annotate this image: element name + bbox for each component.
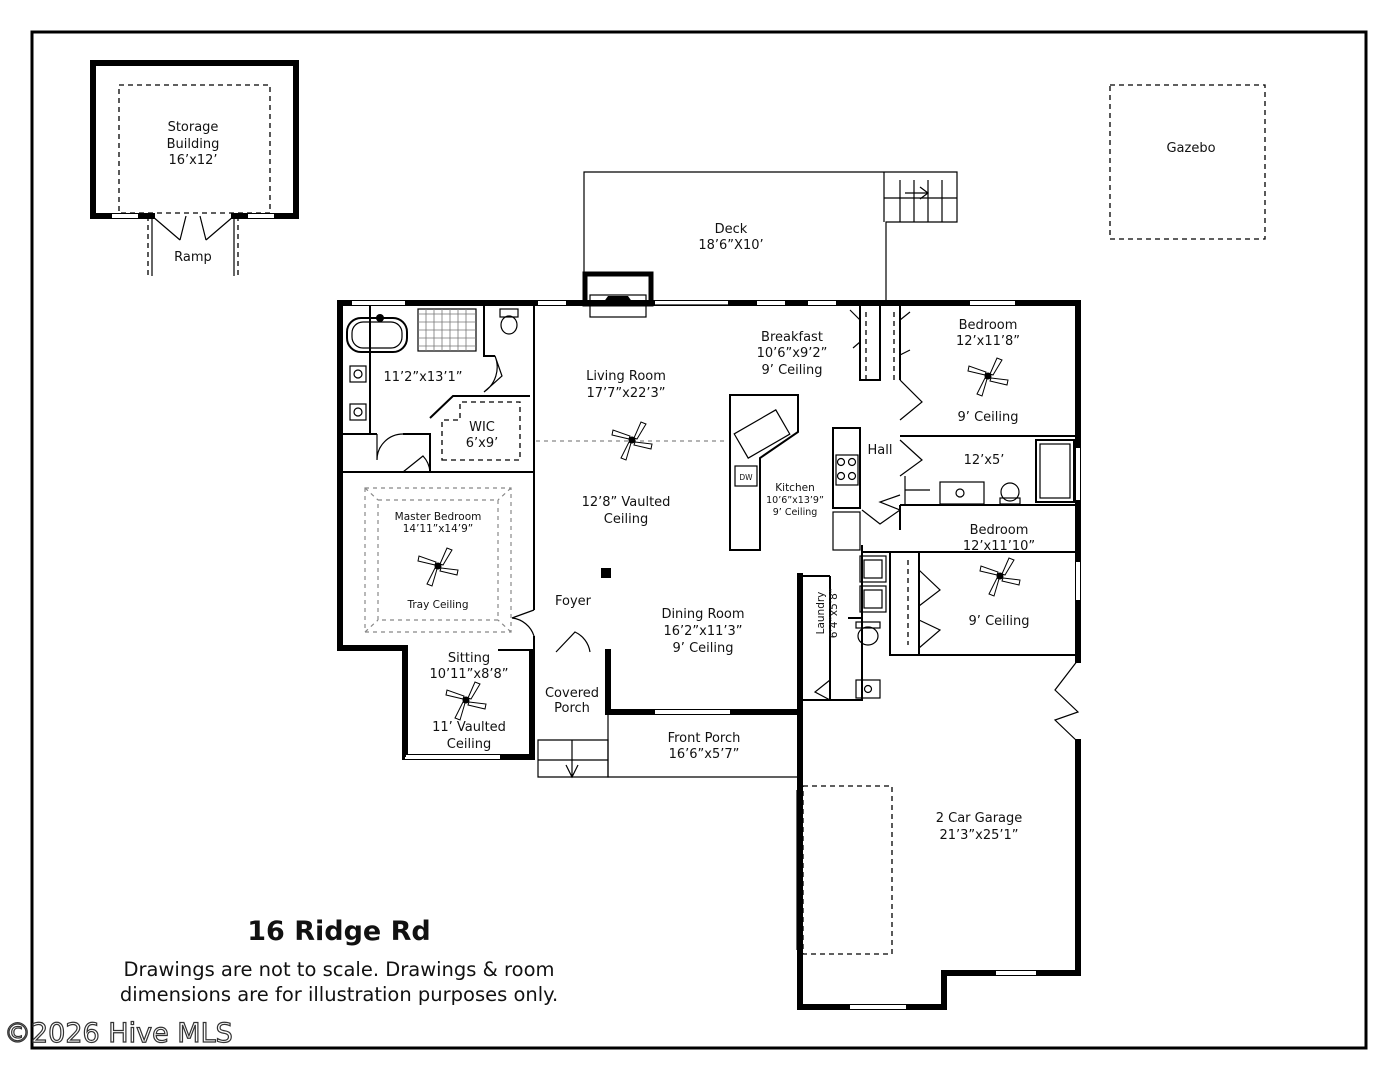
master-bedroom-label: Master Bedroom bbox=[395, 511, 482, 523]
bedroom-1-fan-icon bbox=[967, 357, 1009, 397]
sitting-ceiling-2: Ceiling bbox=[447, 737, 491, 752]
laundry-dims: 6’4”x5’8” bbox=[828, 588, 840, 639]
bedroom-1-label: Bedroom bbox=[959, 318, 1018, 333]
storage-building bbox=[90, 60, 299, 276]
dining-room-ceiling: 9’ Ceiling bbox=[673, 641, 734, 656]
doors bbox=[376, 309, 1080, 743]
house-walls bbox=[337, 300, 1081, 1010]
dishwasher-label: DW bbox=[739, 473, 753, 482]
kitchen-label: Kitchen bbox=[775, 482, 814, 494]
gazebo-label: Gazebo bbox=[1166, 141, 1215, 156]
dining-room-dims: 16’2”x11’3” bbox=[663, 624, 742, 639]
bath-2-dims: 12’x5’ bbox=[964, 453, 1005, 468]
master-bedroom-dims: 14’11”x14’9” bbox=[403, 523, 474, 535]
covered-porch-label-1: Covered bbox=[545, 686, 599, 701]
storage-dims: 16’x12’ bbox=[168, 153, 217, 168]
living-room-label: Living Room bbox=[586, 369, 666, 384]
deck bbox=[582, 171, 958, 318]
master-bath-dims: 11’2”x13’1” bbox=[383, 370, 462, 385]
ramp-label: Ramp bbox=[174, 250, 212, 265]
foyer-label: Foyer bbox=[555, 594, 592, 609]
bedroom-1-ceiling: 9’ Ceiling bbox=[958, 410, 1019, 425]
kitchen-ceiling: 9’ Ceiling bbox=[773, 507, 818, 518]
living-ceiling-1: 12’8” Vaulted bbox=[582, 495, 671, 510]
bedroom-2-label: Bedroom bbox=[970, 523, 1029, 538]
sitting-ceiling-1: 11’ Vaulted bbox=[432, 720, 506, 735]
page-frame bbox=[30, 30, 1368, 1050]
sitting-dims: 10’11”x8’8” bbox=[429, 667, 508, 682]
breakfast-ceiling: 9’ Ceiling bbox=[762, 363, 823, 378]
hall-label: Hall bbox=[868, 443, 893, 458]
storage-label-1: Storage bbox=[168, 120, 219, 135]
garage-dims: 21’3”x25’1” bbox=[939, 828, 1018, 843]
front-porch-dims: 16’6”x5’7” bbox=[669, 747, 740, 762]
kitchen-dims: 10’6”x13’9” bbox=[766, 495, 824, 506]
fixtures bbox=[346, 308, 1075, 955]
master-bedroom-ceiling: Tray Ceiling bbox=[406, 599, 468, 611]
covered-porch-label-2: Porch bbox=[554, 701, 590, 716]
deck-label: Deck bbox=[715, 222, 748, 237]
disclaimer-line-2: dimensions are for illustration purposes… bbox=[120, 983, 558, 1006]
bedroom-2-fan-icon bbox=[979, 557, 1021, 597]
sitting-room-fan-icon bbox=[445, 681, 487, 721]
property-address: 16 Ridge Rd bbox=[247, 916, 431, 947]
breakfast-label: Breakfast bbox=[761, 330, 823, 345]
disclaimer-line-1: Drawings are not to scale. Drawings & ro… bbox=[123, 958, 554, 981]
mls-watermark: ©2026 Hive MLS bbox=[4, 1018, 233, 1049]
laundry-label: Laundry bbox=[815, 592, 827, 635]
dining-room-label: Dining Room bbox=[661, 607, 744, 622]
living-ceiling-2: Ceiling bbox=[604, 512, 648, 527]
garage-label: 2 Car Garage bbox=[936, 811, 1023, 826]
master-bedroom-fan-icon bbox=[417, 547, 459, 587]
living-room-dims: 17’7”x22’3” bbox=[586, 386, 665, 401]
interior-walls bbox=[343, 303, 1078, 757]
storage-label-2: Building bbox=[167, 137, 220, 152]
sitting-label: Sitting bbox=[448, 651, 490, 666]
bedroom-2-dims: 12’x11’10” bbox=[963, 539, 1035, 554]
gazebo-outline bbox=[1109, 84, 1266, 240]
wic-dims: 6’x9’ bbox=[466, 436, 499, 451]
front-porch-label: Front Porch bbox=[668, 731, 741, 746]
bedroom-2-ceiling: 9’ Ceiling bbox=[969, 614, 1030, 629]
deck-dims: 18’6”X10’ bbox=[698, 238, 763, 253]
wic-label: WIC bbox=[469, 420, 495, 435]
bedroom-1-dims: 12’x11’8” bbox=[956, 334, 1020, 349]
breakfast-dims: 10’6”x9’2” bbox=[757, 346, 828, 361]
